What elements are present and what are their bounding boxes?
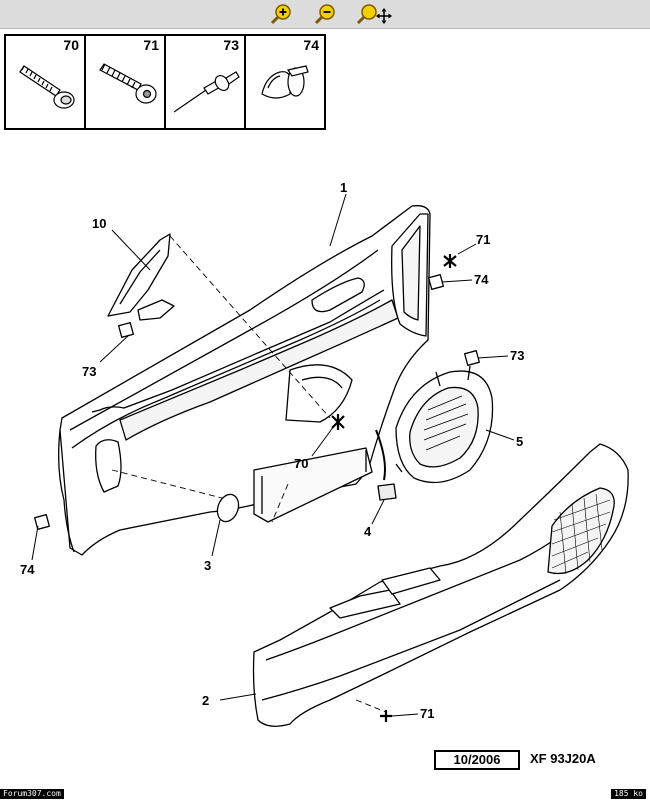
callout-73-right: 73 — [510, 348, 524, 363]
callout-74-lower: 74 — [20, 562, 35, 577]
site-watermark: Forum307.com — [0, 789, 64, 799]
door-handle-bracket — [107, 233, 171, 317]
zoom-move-icon[interactable] — [356, 3, 392, 25]
zoom-in-icon[interactable] — [270, 3, 294, 25]
callout-2: 2 — [202, 693, 209, 708]
part-number: 73 — [223, 37, 239, 53]
toolbar — [0, 0, 650, 29]
callout-5: 5 — [516, 434, 523, 449]
plug-cap — [216, 493, 240, 523]
zoom-out-icon[interactable] — [314, 3, 338, 25]
status-bar — [0, 788, 650, 800]
callout-10: 10 — [92, 216, 106, 231]
part-number: 71 — [143, 37, 159, 53]
part-number: 74 — [303, 37, 319, 53]
part-cell-73: 73 — [166, 36, 246, 128]
part-number: 70 — [63, 37, 79, 53]
callout-71-lower: 71 — [420, 706, 434, 721]
callout-1: 1 — [340, 180, 347, 195]
lower-door-panel — [252, 443, 629, 727]
part-cell-74: 74 — [246, 36, 324, 128]
fastener-71-lower — [380, 710, 392, 722]
clip-icon — [261, 65, 309, 99]
small-clip — [377, 483, 397, 501]
file-size: 185 ko — [611, 789, 646, 799]
fastener-71-upper — [443, 254, 457, 268]
parts-table: 70 71 73 — [4, 34, 326, 130]
part-cell-71: 71 — [86, 36, 166, 128]
screw-icon — [19, 65, 75, 109]
self-tapping-screw-icon — [99, 63, 157, 104]
callout-73-left: 73 — [82, 364, 96, 379]
rivet-icon — [173, 71, 240, 113]
callout-70: 70 — [294, 456, 308, 471]
callout-71-upper: 71 — [476, 232, 490, 247]
part-cell-70: 70 — [6, 36, 86, 128]
callout-3: 3 — [204, 558, 211, 573]
callout-4: 4 — [364, 524, 372, 539]
callout-74-upper: 74 — [474, 272, 489, 287]
revision-date: 10/2006 — [434, 750, 520, 770]
diagram-reference: XF 93J20A — [530, 751, 596, 766]
